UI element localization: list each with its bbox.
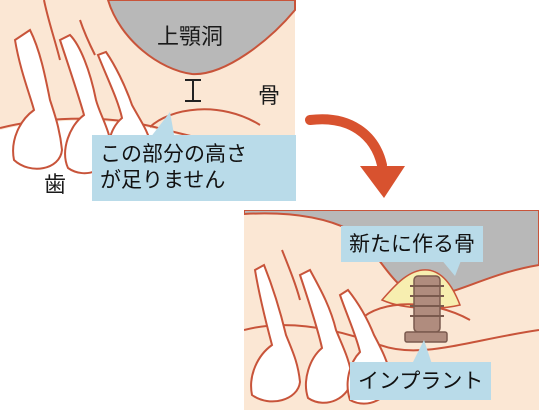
before-sinus (106, 0, 296, 76)
implant-screw (404, 275, 448, 343)
note-callout-pointer (150, 112, 175, 140)
note-line-2: が足りません (100, 168, 226, 192)
bone-label: 骨 (258, 84, 281, 109)
height-marker (185, 79, 201, 102)
tooth-label: 歯 (44, 173, 67, 198)
implant-callout: インプラント (350, 362, 492, 400)
sinus-label: 上顎洞 (157, 25, 224, 50)
note-callout: この部分の高さ が足りません (92, 135, 296, 201)
note-line-1: この部分の高さ (100, 142, 247, 166)
new-bone-callout: 新たに作る骨 (341, 226, 483, 262)
